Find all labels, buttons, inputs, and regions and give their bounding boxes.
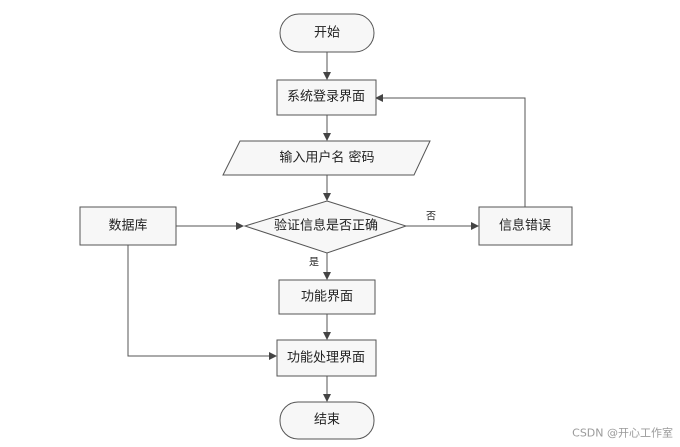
edges [127, 52, 526, 402]
edge-error-to-login [375, 94, 526, 207]
error-label: 信息错误 [499, 218, 551, 234]
input-node: 输入用户名 密码 [222, 140, 431, 176]
start-label: 开始 [314, 26, 340, 41]
login-label: 系统登录界面 [287, 90, 365, 105]
process-node: 功能处理界面 [276, 339, 377, 377]
database-label: 数据库 [108, 218, 147, 234]
edge-database-to-process [127, 245, 277, 360]
database-node: 数据库 [79, 206, 177, 246]
edge-label-yes: 是 [309, 257, 319, 269]
login-node: 系统登录界面 [276, 79, 377, 116]
start-node: 开始 [279, 13, 375, 53]
end-label: 结束 [314, 413, 340, 428]
verify-label: 验证信息是否正确 [274, 218, 378, 234]
function-label: 功能界面 [301, 290, 353, 305]
verify-node: 验证信息是否正确 [243, 200, 408, 254]
function-node: 功能界面 [278, 279, 376, 315]
edge-label-no: 否 [426, 211, 436, 223]
error-node: 信息错误 [478, 206, 573, 246]
input-label: 输入用户名 密码 [279, 150, 374, 166]
process-label: 功能处理界面 [287, 351, 365, 366]
end-node: 结束 [279, 401, 375, 440]
watermark: CSDN @开心工作室 [572, 426, 673, 440]
